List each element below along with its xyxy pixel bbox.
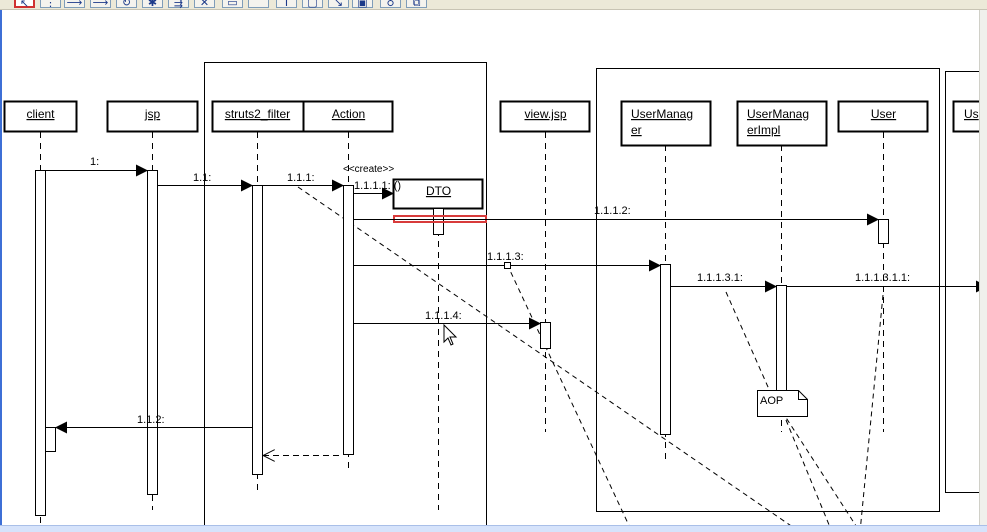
message-handle[interactable]: [504, 262, 511, 269]
return-arrow-icon: ⟶: [92, 0, 109, 9]
message-tool-button[interactable]: ⟶: [64, 0, 85, 9]
vertical-scrollbar[interactable]: [979, 10, 987, 525]
object-client[interactable]: client: [3, 100, 78, 133]
service-frame[interactable]: [596, 68, 940, 512]
message-1-1-1-1-label: 1.1.1.1: (): [354, 180, 401, 192]
link-icon: ↘: [333, 0, 344, 9]
object-view-jsp[interactable]: view.jsp: [499, 100, 591, 133]
message-1-1-label: 1.1:: [193, 172, 211, 184]
connector-line-1: [297, 186, 801, 532]
activation-client: [35, 170, 46, 516]
note-tool-button[interactable]: ▢: [302, 0, 323, 9]
image-icon: ▣: [357, 0, 368, 9]
message-1-1-2-label: 1.1.2:: [137, 414, 165, 426]
self-message-icon: ↻: [121, 0, 132, 9]
object-struts2-filter[interactable]: struts2_filter: [211, 100, 305, 133]
lifeline-tool-button[interactable]: ⋮: [40, 0, 61, 9]
image-tool-button[interactable]: ▣: [352, 0, 373, 9]
connector-line-3: [725, 291, 773, 397]
object-client-label: client: [26, 107, 55, 121]
activation-jsp: [147, 170, 158, 495]
blank-tool-button[interactable]: [248, 0, 269, 8]
object-user-manager-label-2: er: [631, 123, 642, 137]
object-user-manager-impl-label-2: erImpl: [747, 123, 780, 137]
connector-line-5: [785, 419, 833, 532]
object-user[interactable]: User: [837, 100, 929, 133]
message-1-1-1-3-1-1-label: 1.1.1.3.1.1:: [855, 272, 910, 284]
connector-lines: [297, 186, 884, 532]
connector-line-2: [506, 263, 633, 532]
aop-note-label: AOP: [760, 395, 783, 407]
object-dto-label: DTO: [426, 184, 451, 198]
layout-tool-button[interactable]: ⧉: [406, 0, 427, 9]
mouse-cursor-icon: [443, 323, 458, 346]
object-partial-label: Us: [964, 107, 979, 121]
text-tool-button[interactable]: T: [276, 0, 297, 9]
link-tool-button[interactable]: ↘: [328, 0, 349, 9]
partial-frame[interactable]: [945, 71, 987, 493]
struts-frame[interactable]: [204, 62, 487, 532]
object-user-manager[interactable]: UserManag er: [620, 100, 712, 147]
activation-struts2-filter: [252, 185, 263, 475]
object-jsp[interactable]: jsp: [106, 100, 199, 133]
align-tool-button[interactable]: ♁: [380, 0, 401, 9]
activation-bars: [35, 170, 889, 516]
create-icon: ✱: [147, 0, 158, 9]
text-icon: T: [283, 0, 290, 9]
align-icon: ♁: [386, 0, 395, 9]
note-icon: ▢: [307, 0, 318, 9]
message-1-1-1-2-label: 1.1.1.2:: [594, 205, 631, 217]
object-jsp-label: jsp: [144, 107, 161, 121]
activation-user-manager: [660, 264, 671, 435]
object-dto[interactable]: DTO: [392, 178, 484, 210]
message-1-1-1-label: 1.1.1:: [287, 172, 315, 184]
destroy-icon: ⇶: [173, 0, 184, 9]
activation-action: [343, 185, 354, 455]
create-tool-button[interactable]: ✱: [142, 0, 163, 9]
lifeline-icon: ⋮: [45, 0, 56, 9]
object-user-label: User: [871, 107, 896, 121]
message-1-label: 1:: [90, 156, 99, 168]
pointer-icon: ↖: [19, 0, 30, 10]
message-1-1-1-4-label: 1.1.1.4:: [425, 310, 462, 322]
frame-tool-button[interactable]: ▭: [222, 0, 243, 9]
object-action[interactable]: Action: [302, 100, 394, 133]
object-view-jsp-label: view.jsp: [524, 107, 566, 121]
object-action-label: Action: [332, 107, 365, 121]
activation-client-return: [45, 427, 56, 452]
layout-icon: ⧉: [412, 0, 421, 9]
activation-user-manager-impl: [776, 285, 787, 391]
message-arrow-icon: ⟶: [66, 0, 83, 9]
horizontal-scrollbar[interactable]: [0, 525, 987, 532]
object-user-manager-label-1: UserManag: [631, 107, 693, 121]
destroy-tool-button[interactable]: ⇶: [168, 0, 189, 9]
activation-view-jsp: [540, 322, 551, 349]
delete-tool-button[interactable]: ✕: [194, 0, 215, 9]
toolbar: ↖ ⋮ ⟶ ⟶ ↻ ✱ ⇶ ✕ ▭ T ▢ ↘ ▣ ♁ ⧉: [0, 0, 987, 10]
message-1-1-1-3-label: 1.1.1.3:: [487, 251, 524, 263]
frame-icon: ▭: [227, 0, 238, 9]
object-user-manager-impl[interactable]: UserManag erImpl: [736, 100, 828, 147]
activation-user: [878, 219, 889, 244]
object-struts2-filter-label: struts2_filter: [225, 107, 290, 121]
create-stereotype-label: <<create>>: [343, 164, 394, 175]
self-message-tool-button[interactable]: ↻: [116, 0, 137, 9]
return-tool-button[interactable]: ⟶: [90, 0, 111, 9]
delete-icon: ✕: [199, 0, 210, 9]
message-1-1-1-3-1-label: 1.1.1.3.1:: [697, 272, 743, 284]
select-tool-button[interactable]: ↖: [14, 0, 35, 10]
aop-note[interactable]: AOP: [757, 390, 808, 417]
object-user-manager-impl-label-1: UserManag: [747, 107, 809, 121]
canvas-left-border: [0, 10, 4, 525]
connector-line-6: [859, 294, 884, 532]
